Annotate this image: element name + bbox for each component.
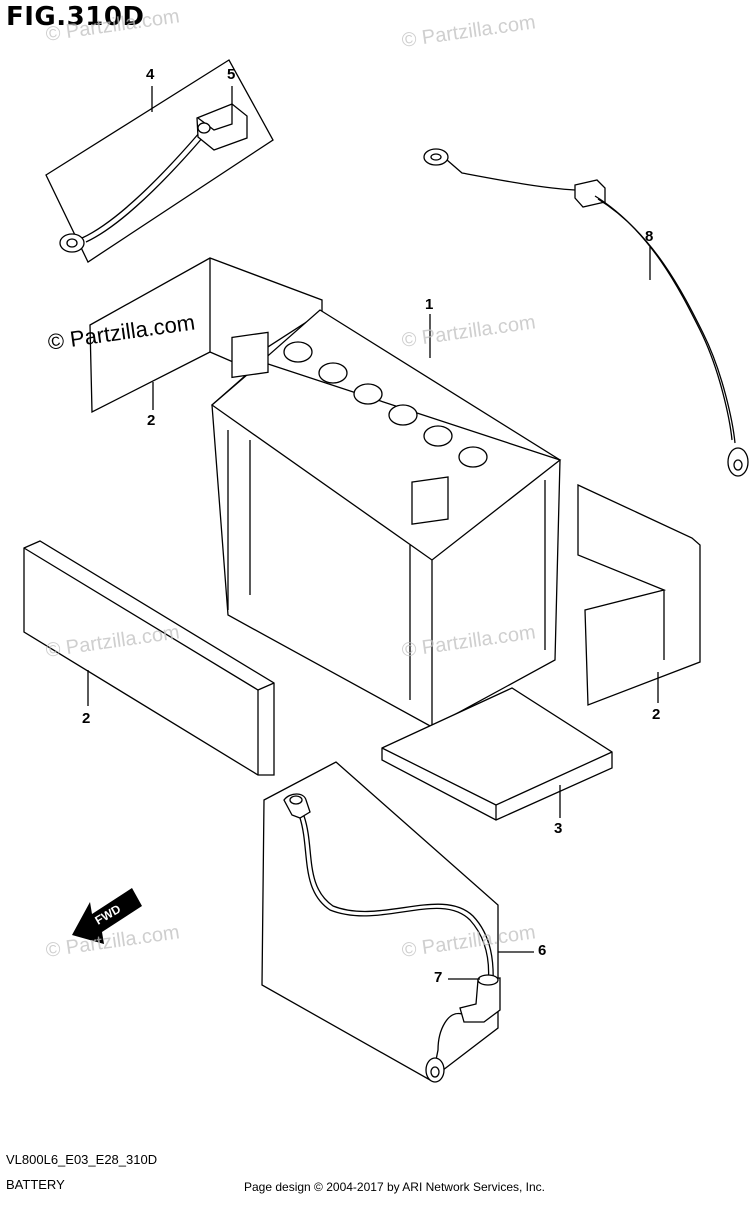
part-8-cable xyxy=(423,148,749,477)
figure-title: FIG.310D xyxy=(6,2,145,32)
part-5-terminal-cap xyxy=(425,974,501,1083)
part-7-terminal-cap xyxy=(196,103,248,151)
callout-5: 7 xyxy=(434,969,443,986)
inset-panel-4-5 xyxy=(261,761,499,1081)
part-3-pad xyxy=(381,687,613,821)
part-2-left-spacer xyxy=(23,540,275,776)
battery-negative-terminal xyxy=(231,331,269,379)
callout-6: 4 xyxy=(146,66,155,83)
figure-name: BATTERY xyxy=(6,1177,65,1192)
battery-positive-terminal xyxy=(411,476,449,525)
figure-code: VL800L6_E03_E28_310D xyxy=(6,1152,158,1167)
part-2-upper-spacer xyxy=(89,257,323,414)
callout-2-left: 2 xyxy=(82,710,91,727)
part-1-battery xyxy=(210,309,562,728)
callout-2-right: 2 xyxy=(652,706,661,723)
callout-4: 6 xyxy=(538,942,547,959)
callout-8: 8 xyxy=(645,228,654,245)
part-2-right-spacer xyxy=(577,483,701,706)
part-4-cable xyxy=(283,793,494,986)
callout-2-upper: 2 xyxy=(147,412,156,429)
callout-7: 5 xyxy=(227,66,236,83)
callout-1: 1 xyxy=(425,296,434,313)
callout-3: 3 xyxy=(554,820,563,837)
battery-cell-caps xyxy=(283,341,488,468)
copyright-notice: Page design © 2004-2017 by ARI Network S… xyxy=(244,1180,546,1194)
inset-panel-6-7 xyxy=(45,59,274,263)
part-6-cable xyxy=(59,131,205,253)
